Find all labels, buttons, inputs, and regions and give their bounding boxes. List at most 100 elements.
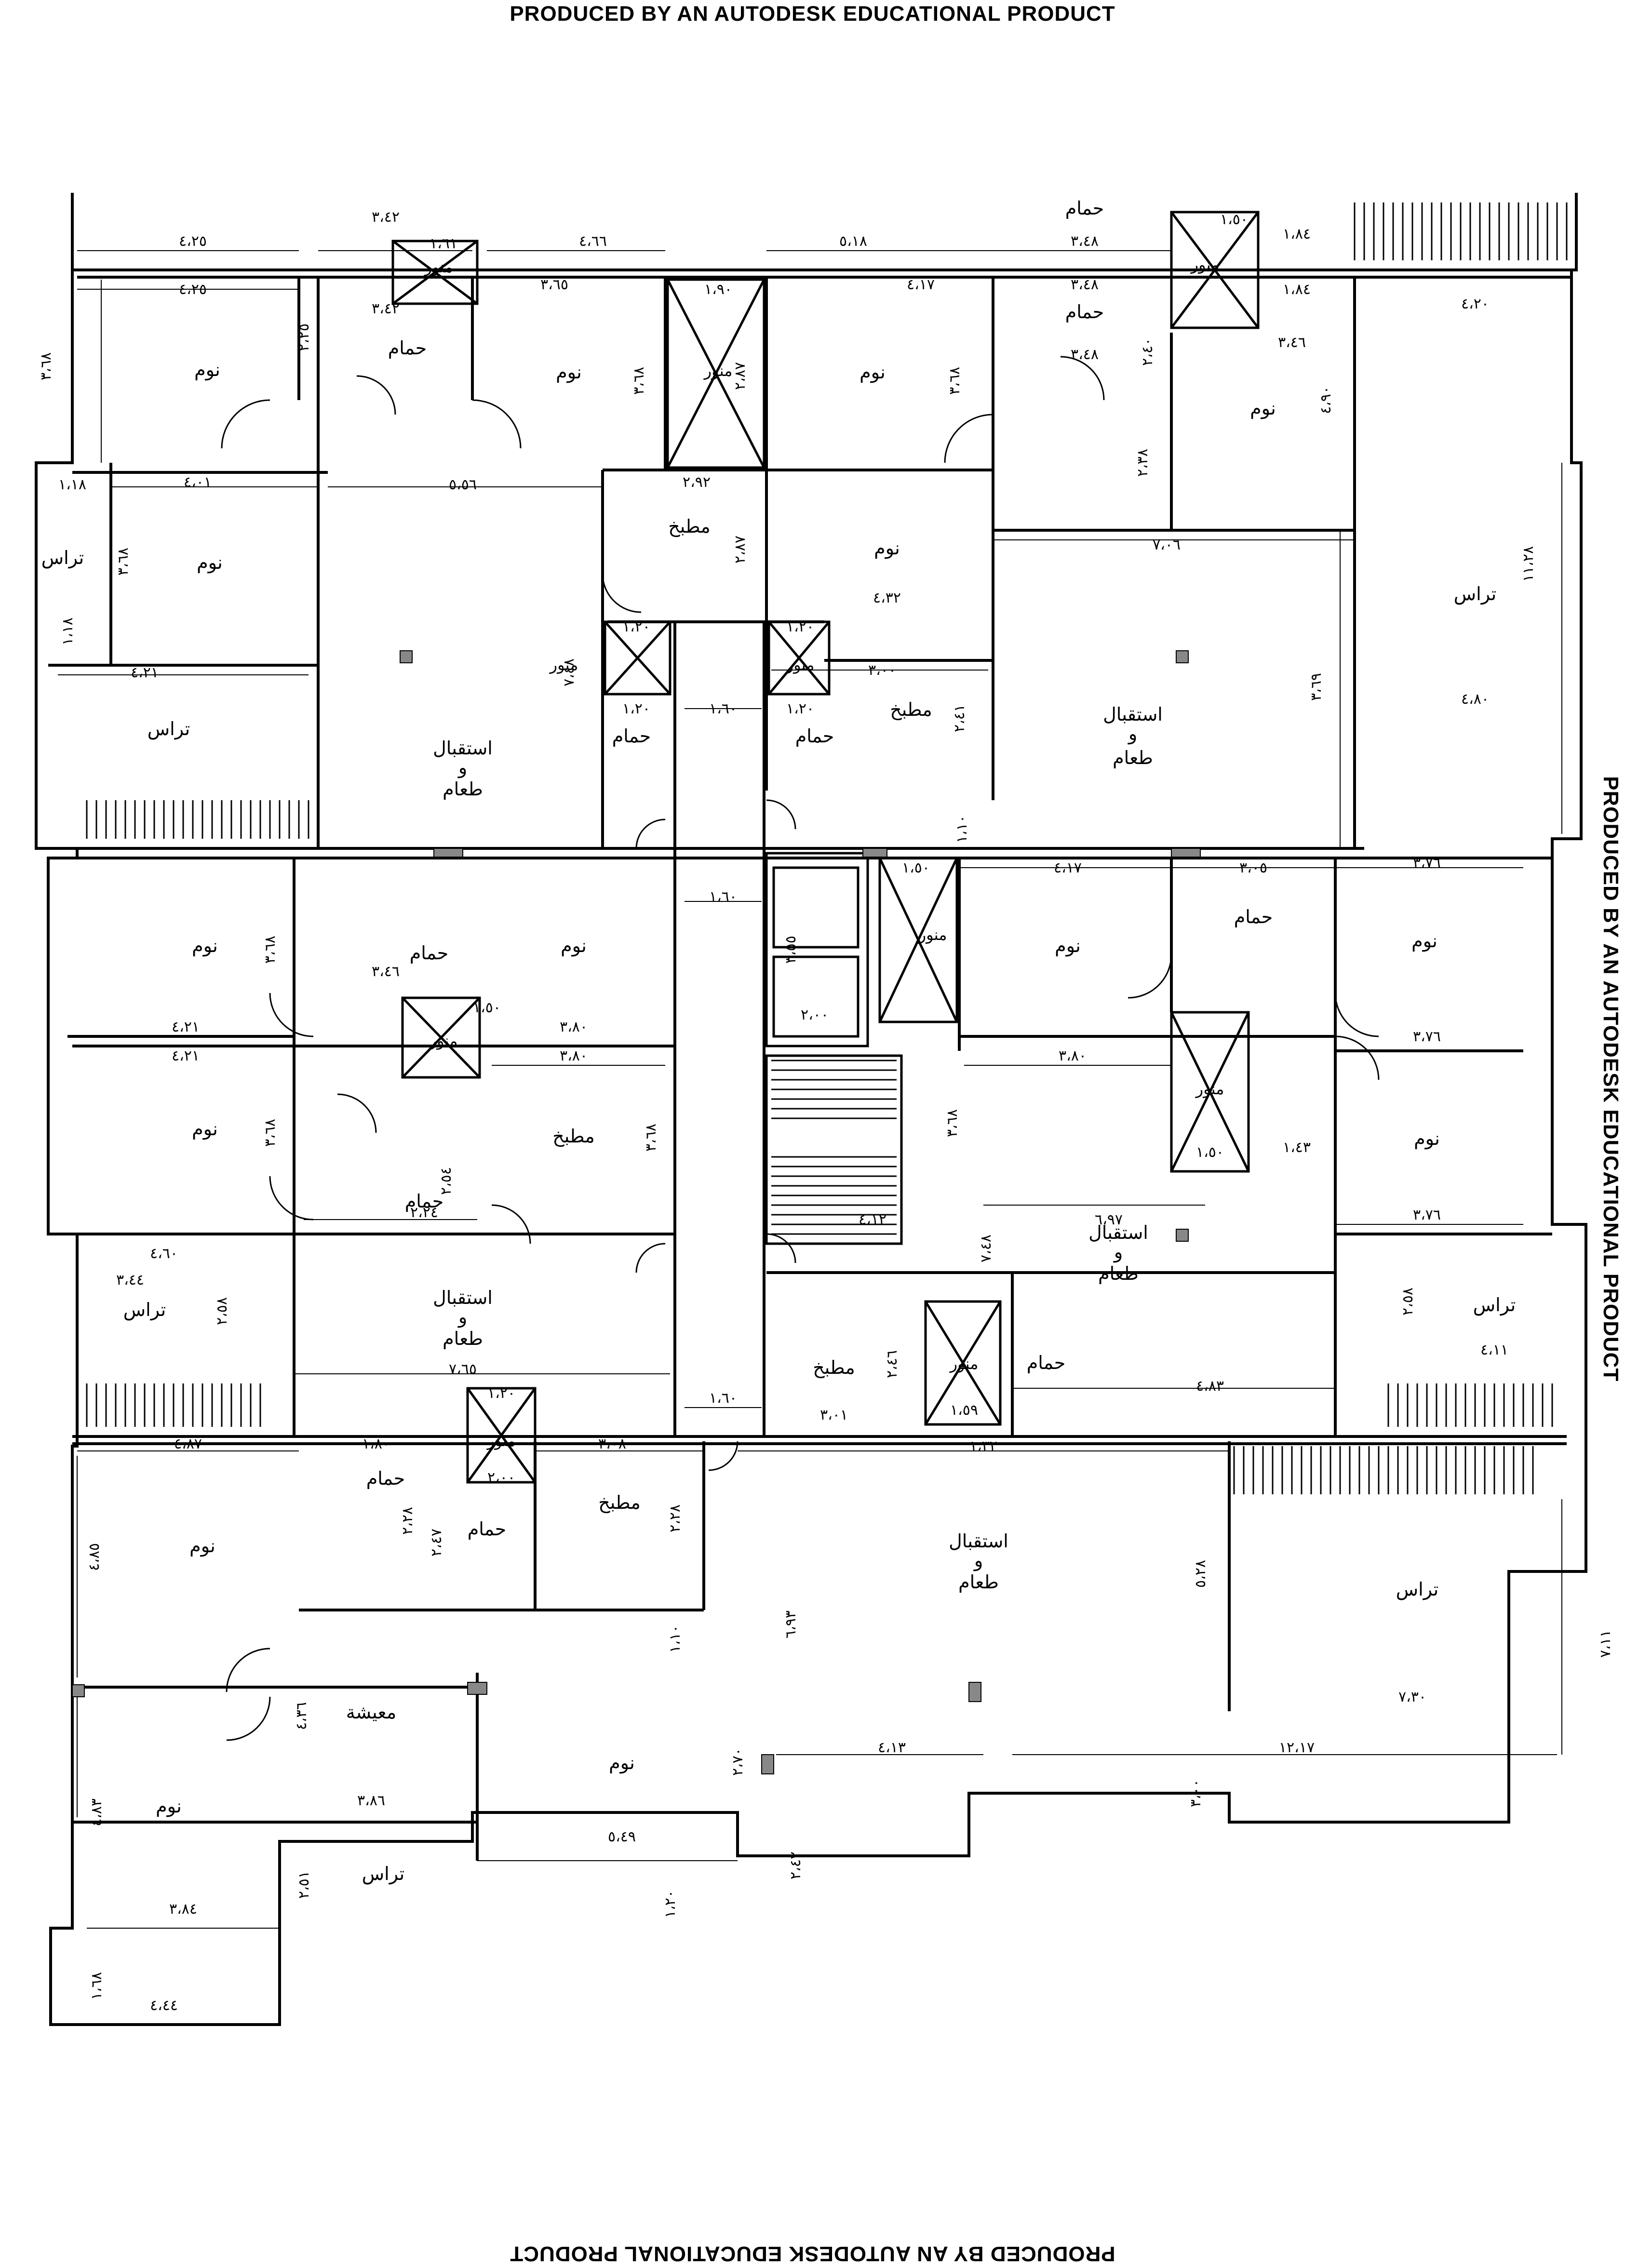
room-terrace: تراس	[1396, 1579, 1439, 1600]
dimension-label: ٣،٨٠	[560, 1047, 588, 1064]
dimension-label: ٣،٤٦	[372, 963, 400, 980]
dimension-label: ١،١٨	[59, 617, 76, 645]
dimension-label: ٧،٦٥	[449, 1361, 477, 1378]
dimension-label: ٢،٢٨	[667, 1504, 684, 1532]
dimension-label: ٤،٠١	[184, 474, 212, 491]
room-reception: و	[1113, 1241, 1123, 1263]
dimension-label: ٧،٤٨	[561, 658, 577, 686]
room-bedroom: نوم	[561, 935, 587, 957]
dimension-label: ٤،١٢	[859, 1211, 886, 1228]
dimension-label: ١،٢٠	[622, 700, 650, 717]
dimension-label: ٣،٠٥	[1239, 859, 1267, 876]
dimension-label: ٣،٨٤	[169, 1901, 197, 1918]
room-shaft: منور	[1195, 1080, 1224, 1098]
room-kitchen: مطبخ	[668, 516, 711, 537]
dimension-label: ٣،٤٨	[1071, 276, 1099, 293]
stairs	[86, 202, 1568, 1494]
dimension-label: ١١،٢٨	[1520, 546, 1537, 582]
dimension-label: ٣،٦٩	[1308, 673, 1325, 701]
dimension-label: ٢،٨٧	[732, 362, 749, 390]
room-terrace: تراس	[1473, 1294, 1516, 1316]
dimension-label: ٤،١٧	[907, 276, 935, 293]
room-bedroom: نوم	[156, 1796, 182, 1817]
room-terrace: تراس	[41, 547, 84, 569]
dimension-label: ٥،٥٦	[449, 476, 477, 493]
room-reception: و	[457, 757, 467, 778]
dimension-label: ٢،٥١	[295, 1871, 312, 1899]
dimension-label: ٣،٦٨	[262, 1119, 279, 1147]
room-shaft: منور	[486, 1432, 516, 1450]
dimension-label: ٦،٩٣	[782, 1610, 799, 1638]
room-bedroom: نوم	[1411, 930, 1437, 952]
dimension-label: ١،٩٠	[704, 281, 732, 298]
dimension-label: ٢،٥٤	[438, 1167, 455, 1195]
room-bedroom: نوم	[1055, 935, 1081, 957]
dimension-label: ١،٨٤	[1283, 281, 1311, 298]
dimension-label: ٤،٢١	[172, 1047, 200, 1064]
dimension-label: ٤،٢٥	[179, 233, 207, 250]
room-bedroom: نوم	[556, 362, 582, 383]
dimension-label: ١،٥٩	[950, 1402, 978, 1419]
room-bath: حمام	[1065, 301, 1104, 322]
door-swings	[221, 356, 1380, 1741]
room-bath: حمام	[388, 337, 427, 359]
dimension-label: ٤،٢٠	[1461, 295, 1489, 312]
dimension-label: ٢،٨٧	[732, 536, 749, 564]
room-shaft: منور	[1190, 255, 1220, 274]
room-bedroom: نوم	[194, 359, 220, 381]
room-bath: حمام	[1234, 906, 1273, 927]
dimension-label: ٢،٤٢	[787, 1852, 804, 1879]
dimension-label: ٤،٤٤	[150, 1997, 178, 2014]
dimension-label: ١٢،١٧	[1279, 1739, 1315, 1756]
room-shaft: منور	[549, 656, 578, 674]
dimension-label: ٣،٨٦	[357, 1792, 385, 1809]
room-bedroom: نوم	[192, 935, 218, 957]
dimension-label: ٢،٢٤	[410, 1204, 438, 1221]
dimension-label: ٤،٨٣	[1196, 1378, 1224, 1395]
dimension-label: ٢،٢٥	[295, 323, 312, 351]
room-terrace: تراس	[148, 718, 190, 740]
dimension-label: ٤،٨٧	[174, 1436, 202, 1452]
dimension-label: ٢،٤١	[951, 704, 968, 732]
dimension-label: ١،٦٠	[709, 888, 737, 905]
dimension-label: ٣،٦٥	[540, 276, 568, 293]
dimension-label: ١،٥٠	[1220, 211, 1248, 228]
dimension-label: ١،٢٠	[622, 618, 650, 635]
dimension-label: ٥،٢٨	[1192, 1560, 1209, 1588]
room-kitchen: مطبخ	[890, 699, 932, 721]
columns	[72, 650, 1201, 1774]
room-bath: حمام	[405, 1191, 444, 1212]
room-reception: طعام	[443, 1328, 483, 1349]
room-reception: طعام	[1098, 1263, 1139, 1284]
room-kitchen: مطبخ	[813, 1357, 855, 1379]
dimension-label: ١،٢٠	[487, 1385, 515, 1402]
watermark-top: PRODUCED BY AN AUTODESK EDUCATIONAL PROD…	[510, 2, 1115, 26]
dimension-label: ٣،٦٨	[115, 548, 132, 576]
dimension-label: ٧،٣٠	[1398, 1689, 1426, 1705]
room-bedroom: نوم	[874, 537, 900, 559]
room-reception: استقبال	[1088, 1222, 1148, 1243]
room-labels: نوم حمام نوم نوم حمام حمام نوم نوم تراس …	[41, 198, 1516, 1885]
dimension-label: ٣،٦٨	[643, 1124, 659, 1152]
dimension-label: ٢،٠٠	[487, 1469, 515, 1486]
room-kitchen: مطبخ	[552, 1126, 595, 1147]
room-bedroom: نوم	[609, 1752, 635, 1774]
room-reception: استقبال	[433, 738, 493, 759]
room-reception: و	[457, 1306, 467, 1328]
room-kitchen: مطبخ	[598, 1492, 641, 1514]
dimension-label: ٤،٢٥	[179, 281, 207, 298]
room-reception: طعام	[1113, 747, 1153, 768]
dimension-label: ٣،٠٨	[598, 1436, 626, 1452]
dimension-label: ٢،٤٠	[1139, 338, 1156, 366]
dimension-label: ٣،٧٦	[1413, 1028, 1441, 1045]
dimension-label: ٤،٩٠	[1317, 386, 1334, 414]
dimension-label: ١،١٠	[667, 1625, 684, 1653]
dimension-label: ٥،٤٩	[608, 1828, 636, 1845]
dimension-label: ٤،٦٠	[150, 1245, 178, 1262]
dimension-label: ٢،٣٨	[1134, 449, 1151, 477]
dimension-label: ٤،٦٦	[579, 233, 607, 250]
dimension-label: ٣،٤٢	[372, 209, 400, 226]
dimension-label: ٣،٨٠	[1059, 1047, 1087, 1064]
dimension-label: ٣،٤٢	[372, 300, 400, 317]
room-reception: طعام	[443, 778, 483, 800]
